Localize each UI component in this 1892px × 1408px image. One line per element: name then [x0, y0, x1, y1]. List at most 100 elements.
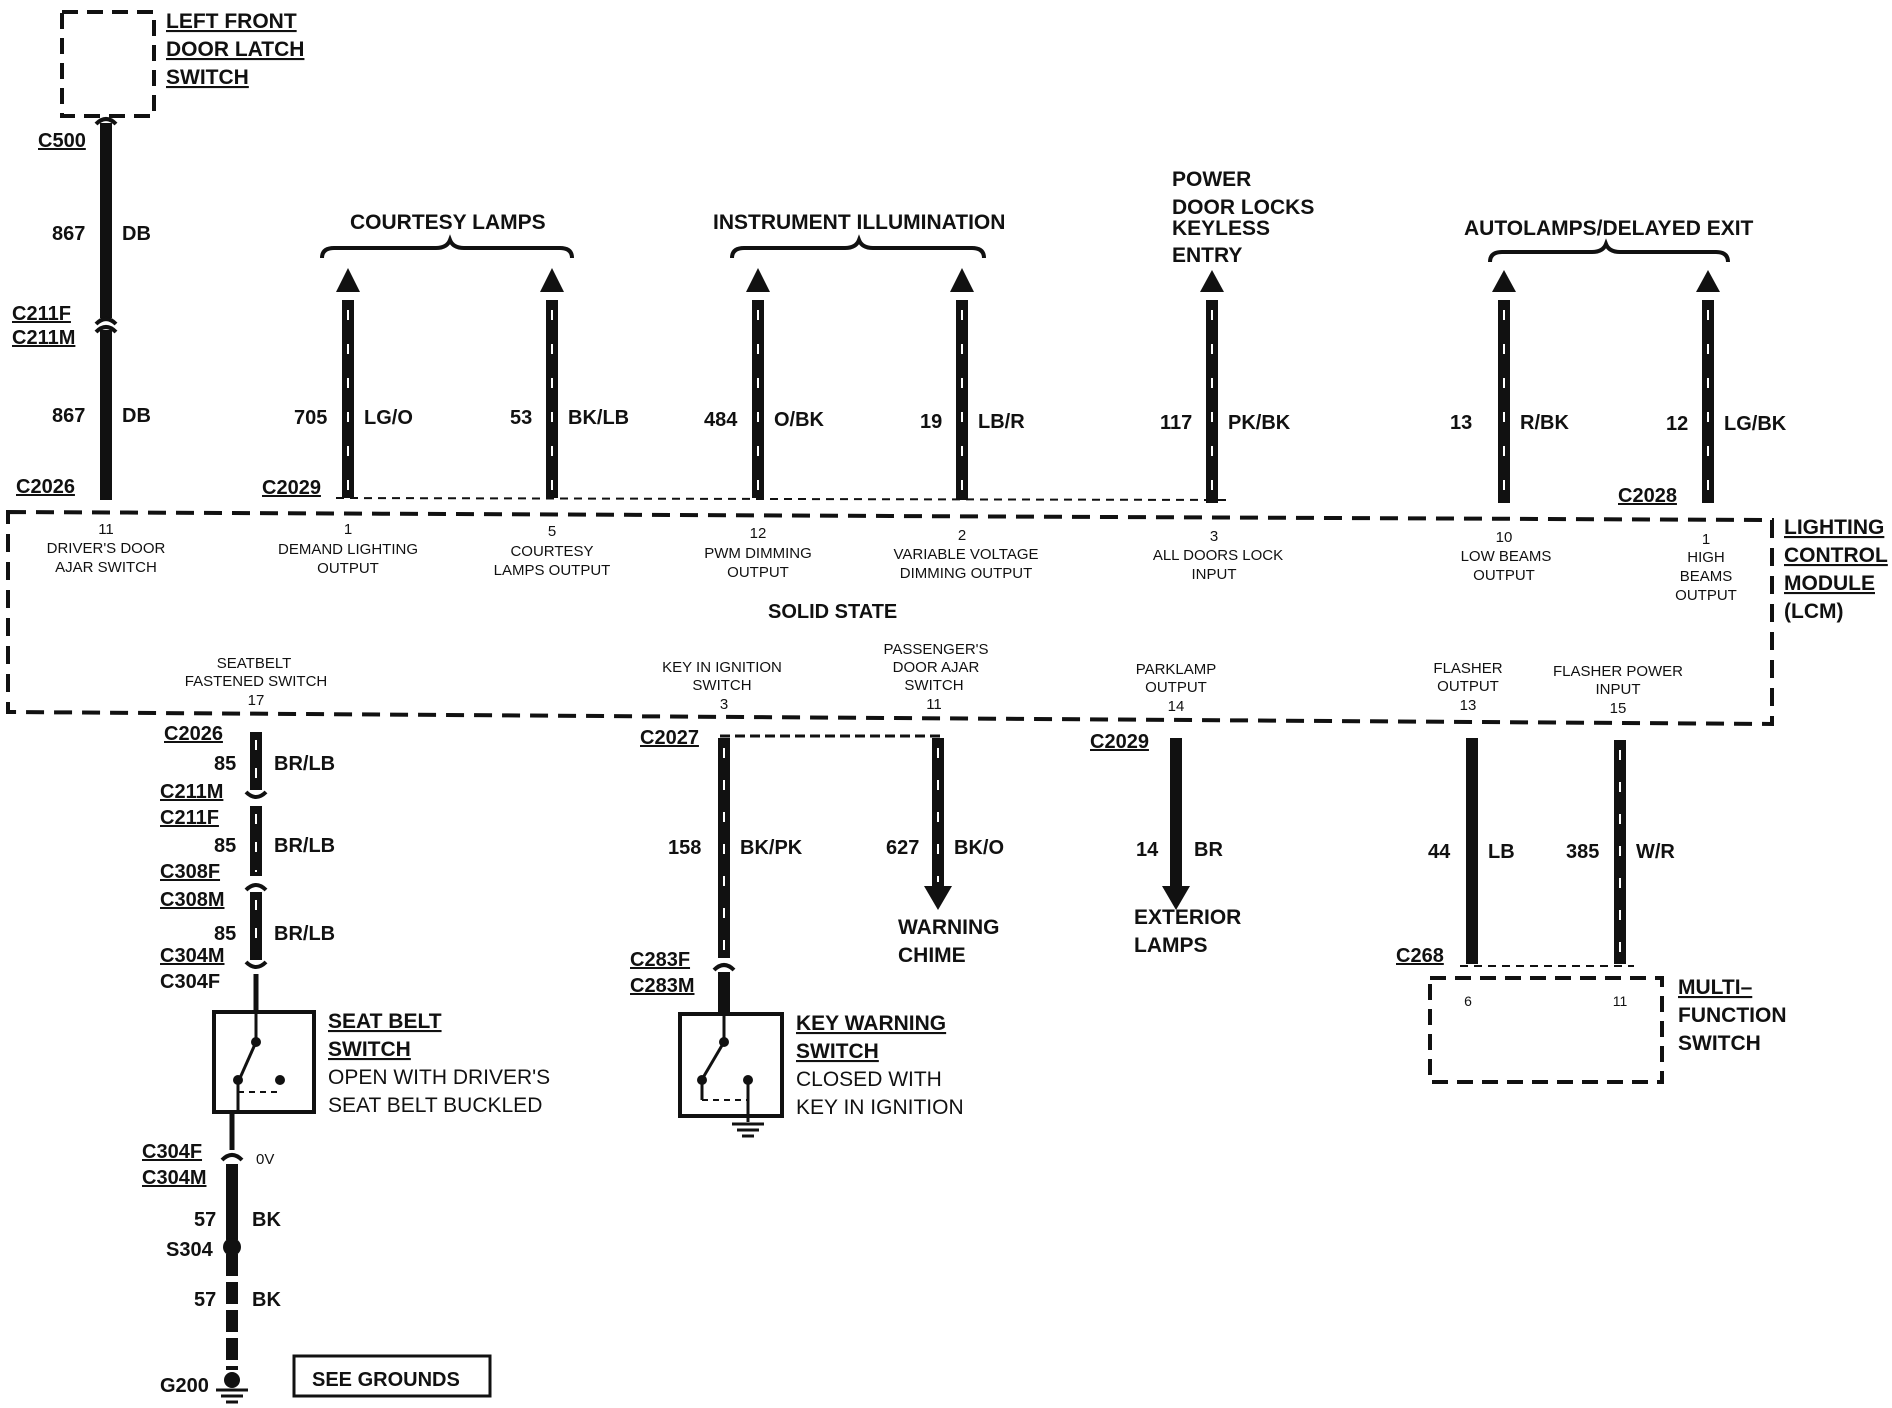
circuit-num-57-1: 57 — [194, 1209, 216, 1231]
connector-bar-c2029-top — [335, 497, 1231, 501]
brace-instrument — [730, 234, 986, 259]
pin-num-13-flasher: 13 — [1460, 697, 1477, 714]
circuit-color-r-bk: R/BK — [1520, 412, 1569, 434]
pin-label-demand-2: OUTPUT — [317, 560, 379, 577]
seat-belt-switch-desc-1: OPEN WITH DRIVER'S — [328, 1066, 550, 1089]
circuit-num-705: 705 — [294, 407, 327, 429]
lcm-title-4: (LCM) — [1784, 600, 1843, 623]
circuit-num-85-2: 85 — [214, 835, 236, 857]
circuit-color-db-upper: DB — [122, 223, 151, 245]
pin-label-drivers-door-1: DRIVER'S DOOR — [47, 540, 166, 557]
circuit-color-db-lower: DB — [122, 405, 151, 427]
wire-117-pk-bk — [1200, 270, 1224, 503]
circuit-num-12: 12 — [1666, 413, 1688, 435]
key-warning-switch-title-2: SWITCH — [796, 1040, 879, 1063]
pin-num-11-passenger-door: 11 — [926, 696, 942, 713]
group-label-power-3: KEYLESS — [1172, 217, 1270, 240]
circuit-color-lb: LB — [1488, 841, 1515, 863]
left-switch-title-3: SWITCH — [166, 66, 249, 89]
pin-label-high-beams-3: OUTPUT — [1675, 587, 1737, 604]
circuit-color-br: BR — [1194, 839, 1223, 861]
lcm-title-1: LIGHTING — [1784, 516, 1884, 539]
solid-state-label: SOLID STATE — [768, 601, 897, 623]
mfs-pin-6: 6 — [1464, 993, 1472, 1009]
circuit-num-13: 13 — [1450, 412, 1472, 434]
multi-function-switch-box — [1428, 976, 1664, 1084]
pin-label-courtesy-2: LAMPS OUTPUT — [494, 562, 611, 579]
pin-label-passenger-door-3: SWITCH — [904, 677, 963, 694]
mfs-title-3: SWITCH — [1678, 1032, 1761, 1055]
ground-g200: G200 — [160, 1375, 209, 1397]
group-label-courtesy-lamps: COURTESY LAMPS — [350, 211, 546, 234]
pin-label-all-doors-2: INPUT — [1192, 566, 1237, 583]
circuit-num-44: 44 — [1428, 841, 1451, 863]
group-label-autolamps: AUTOLAMPS/DELAYED EXIT — [1464, 217, 1754, 240]
circuit-num-627: 627 — [886, 837, 919, 859]
circuit-color-bk-lb: BK/LB — [568, 407, 629, 429]
circuit-num-867-upper: 867 — [52, 223, 85, 245]
seat-belt-switch-title-1: SEAT BELT — [328, 1010, 442, 1033]
connector-c211m-seatbelt: C211M — [160, 781, 223, 803]
connector-c304m-lower: C304M — [142, 1167, 206, 1189]
ground-g200-icon — [216, 1372, 248, 1404]
circuit-color-lg-o: LG/O — [364, 407, 413, 429]
group-label-power-4: ENTRY — [1172, 244, 1242, 267]
left-door-latch-switch-box — [60, 10, 156, 118]
circuit-color-bk-o: BK/O — [954, 837, 1004, 859]
see-grounds-label: SEE GROUNDS — [312, 1369, 460, 1391]
connector-c2028: C2028 — [1618, 485, 1677, 507]
circuit-num-484: 484 — [704, 409, 738, 431]
key-warning-switch-contacts — [697, 1014, 753, 1122]
connector-c304m-upper: C304M — [160, 945, 224, 967]
circuit-color-o-bk: O/BK — [774, 409, 825, 431]
wire-12-lg-bk — [1696, 270, 1720, 503]
connector-c2029-bottom: C2029 — [1090, 731, 1149, 753]
pin-label-pwm-2: OUTPUT — [727, 564, 789, 581]
warning-chime-label-1: WARNING — [898, 916, 1000, 939]
seat-belt-switch-desc-2: SEAT BELT BUCKLED — [328, 1094, 542, 1117]
connector-c304f-lower: C304F — [142, 1141, 202, 1163]
key-warning-switch-desc-2: KEY IN IGNITION — [796, 1096, 964, 1119]
left-switch-title-1: LEFT FRONT — [166, 10, 297, 33]
pin-label-passenger-door-2: DOOR AJAR — [893, 659, 980, 676]
circuit-color-lb-r: LB/R — [978, 411, 1025, 433]
wire-85-br-lb — [244, 732, 268, 1012]
connector-c2026-seatbelt: C2026 — [164, 723, 223, 745]
seat-belt-switch-box — [212, 1010, 316, 1114]
pin-label-parklamp-2: OUTPUT — [1145, 679, 1207, 696]
circuit-num-14: 14 — [1136, 839, 1159, 861]
exterior-lamps-label-1: EXTERIOR — [1134, 906, 1241, 929]
mfs-title-1: MULTI– — [1678, 976, 1753, 999]
pin-label-high-beams-1: HIGH — [1687, 549, 1725, 566]
key-warning-switch-box — [678, 1012, 784, 1118]
pin-label-parklamp-1: PARKLAMP — [1136, 661, 1217, 678]
wire-14-br — [1162, 738, 1190, 910]
wire-627-bk-o — [924, 738, 952, 910]
circuit-color-br-lb-3: BR/LB — [274, 923, 335, 945]
pin-label-high-beams-2: BEAMS — [1680, 568, 1733, 585]
pin-label-pwm-1: PWM DIMMING — [704, 545, 811, 562]
wire-867-lower — [94, 325, 118, 500]
circuit-color-br-lb-1: BR/LB — [274, 753, 335, 775]
pin-label-passenger-door-1: PASSENGER'S — [883, 641, 988, 658]
pin-num-1-high-beams: 1 — [1702, 531, 1710, 548]
pin-num-10-low-beams: 10 — [1496, 529, 1513, 546]
circuit-color-lg-bk: LG/BK — [1724, 413, 1787, 435]
key-warning-switch-title-1: KEY WARNING — [796, 1012, 946, 1035]
wire-158-bk-pk — [712, 734, 940, 1014]
connector-c283m: C283M — [630, 975, 694, 997]
pin-label-flasher-2: OUTPUT — [1437, 678, 1499, 695]
pin-label-demand-1: DEMAND LIGHTING — [278, 541, 418, 558]
pin-label-variable-2: DIMMING OUTPUT — [900, 565, 1033, 582]
circuit-color-br-lb-2: BR/LB — [274, 835, 335, 857]
pin-num-3-key-ignition: 3 — [720, 696, 728, 713]
pin-label-flasher-power-1: FLASHER POWER — [1553, 663, 1683, 680]
see-grounds-box — [292, 1354, 492, 1398]
connector-c308f: C308F — [160, 861, 220, 883]
circuit-num-57-2: 57 — [194, 1289, 216, 1311]
circuit-color-w-r: W/R — [1636, 841, 1675, 863]
connector-c2026-left: C2026 — [16, 476, 75, 498]
group-label-instrument-illumination: INSTRUMENT ILLUMINATION — [713, 211, 1005, 234]
pin-num-1-demand: 1 — [344, 521, 352, 538]
